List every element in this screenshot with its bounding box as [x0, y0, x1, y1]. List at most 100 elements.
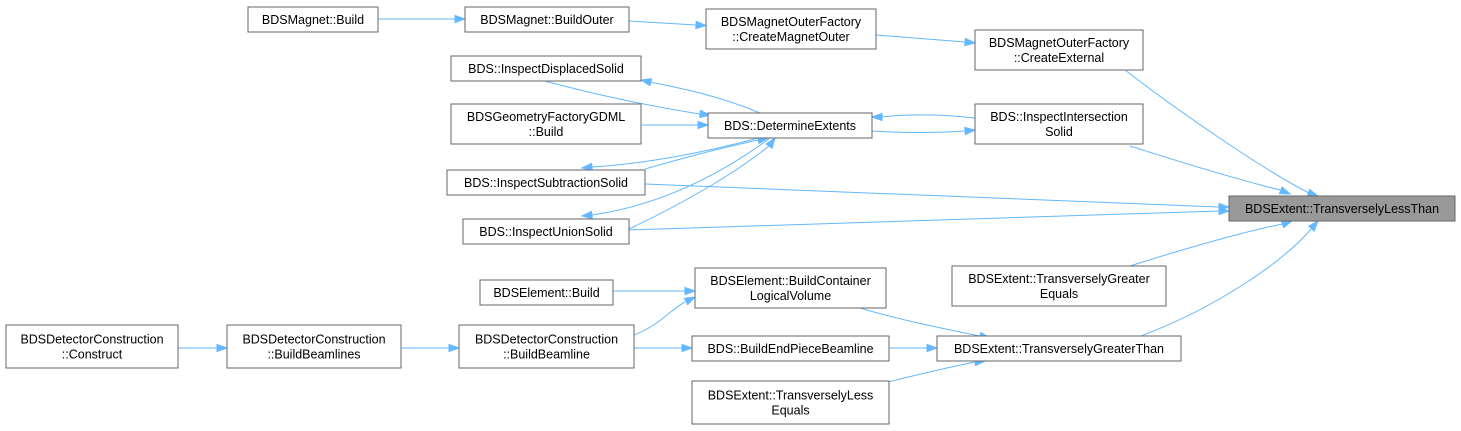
node-greater-than[interactable]: BDSExtent::TransverselyGreaterThan — [936, 335, 1182, 362]
node-box — [974, 103, 1144, 145]
edge-element-build-to-element-buildcontainer — [613, 286, 697, 296]
nodes: BDSExtent::TransverselyLessThan BDSMagnet… — [5, 6, 1456, 425]
node-magnet-buildouter[interactable]: BDSMagnet::BuildOuter — [464, 6, 630, 33]
node-box — [247, 6, 379, 33]
node-box — [691, 335, 890, 362]
node-label-line: BDSMagnetOuterFactory — [989, 36, 1130, 50]
edge-line — [591, 137, 759, 168]
node-label-line: BDSMagnet::BuildOuter — [480, 13, 613, 27]
node-label-line: BDSMagnetOuterFactory — [721, 15, 862, 29]
edge-line — [879, 361, 976, 385]
edge-line — [633, 301, 686, 336]
node-box — [226, 324, 402, 369]
edge-line — [871, 130, 966, 133]
edge-line — [881, 114, 976, 119]
node-magnet-build[interactable]: BDSMagnet::Build — [247, 6, 379, 33]
arrowhead-icon — [580, 162, 593, 172]
edge-inspect-union-to-determine-extents — [628, 136, 776, 230]
node-target[interactable]: BDSExtent::TransverselyLessThan — [1228, 195, 1456, 222]
edge-line — [875, 34, 966, 43]
node-gdml-build[interactable]: BDSGeometryFactoryGDML::Build — [450, 103, 642, 145]
node-buildendpiece[interactable]: BDS::BuildEndPieceBeamline — [691, 335, 890, 362]
edge-detector-buildbeamline-to-buildendpiece — [634, 343, 694, 353]
edge-gdml-build-to-determine-extents — [641, 120, 710, 130]
node-label-line: BDSElement::Build — [493, 286, 599, 300]
edge-determine-extents-to-inspect-displaced — [639, 78, 761, 114]
node-box — [1228, 195, 1456, 222]
node-factory-createexternal[interactable]: BDSMagnetOuterFactory::CreateExternal — [974, 29, 1144, 71]
arrowhead-icon — [964, 126, 977, 136]
edge-detector-buildbeamline-to-element-buildcontainer — [633, 296, 697, 336]
node-element-build[interactable]: BDSElement::Build — [479, 279, 614, 306]
node-label-line: BDSDetectorConstruction — [20, 333, 163, 347]
node-box — [464, 6, 630, 33]
edge-detector-buildbeamlines-to-detector-buildbeamline — [401, 343, 461, 353]
edge-line — [628, 210, 1220, 231]
node-label-line: BDSDetectorConstruction — [242, 333, 385, 347]
node-label-line: Equals — [1040, 287, 1078, 301]
node-factory-createmagnetouter[interactable]: BDSMagnetOuterFactory::CreateMagnetOuter — [705, 8, 877, 50]
node-label-line: ::BuildBeamlines — [267, 348, 360, 362]
edge-element-buildcontainer-to-greater-than — [859, 307, 992, 341]
node-box — [462, 218, 630, 245]
arrowhead-icon — [580, 210, 593, 220]
arrowhead-icon — [684, 286, 697, 296]
edge-factory-createexternal-to-target — [1124, 69, 1320, 197]
edge-buildendpiece-to-greater-than — [889, 343, 939, 353]
edge-detector-construct-to-detector-buildbeamlines — [178, 343, 229, 353]
arrowhead-icon — [448, 343, 461, 353]
arrowhead-icon — [1306, 188, 1320, 197]
edge-line — [628, 20, 697, 26]
edge-inspect-displaced-to-determine-extents — [544, 80, 712, 119]
edge-determine-extents-to-inspect-intersection — [871, 126, 977, 136]
node-detector-construct[interactable]: BDSDetectorConstruction::Construct — [5, 324, 179, 369]
edge-line — [591, 137, 771, 216]
node-box — [458, 324, 635, 369]
node-box — [974, 29, 1144, 71]
edge-line — [859, 307, 981, 337]
node-detector-buildbeamline[interactable]: BDSDetectorConstruction::BuildBeamline — [458, 324, 635, 369]
edge-line — [644, 183, 1220, 208]
edge-inspect-intersection-to-target — [1129, 145, 1292, 195]
edge-line — [649, 81, 761, 114]
arrowhead-icon — [870, 112, 883, 122]
arrowhead-icon — [697, 120, 710, 130]
arrowhead-icon — [681, 343, 694, 353]
node-label-line: ::CreateExternal — [1014, 51, 1104, 65]
arrowhead-icon — [639, 78, 653, 87]
node-label-line: BDSMagnet::Build — [262, 13, 364, 27]
arrowhead-icon — [216, 343, 229, 353]
edge-magnet-build-to-magnet-buildouter — [378, 14, 467, 24]
arrowhead-icon — [454, 14, 467, 24]
node-inspect-displaced[interactable]: BDS::InspectDisplacedSolid — [450, 55, 642, 82]
node-label-line: BDSExtent::TransverselyLessThan — [1245, 202, 1439, 216]
node-label-line: BDSExtent::TransverselyLess — [708, 389, 874, 403]
node-detector-buildbeamlines[interactable]: BDSDetectorConstruction::BuildBeamlines — [226, 324, 402, 369]
edge-determine-extents-to-inspect-subtraction — [580, 137, 759, 172]
node-label-line: ::Construct — [62, 348, 123, 362]
edge-greater-than-to-target — [1140, 219, 1319, 337]
arrowhead-icon — [695, 20, 708, 30]
node-label-line: BDS::BuildEndPieceBeamline — [707, 342, 873, 356]
node-box — [5, 324, 179, 369]
node-label-line: BDS::InspectSubtractionSolid — [464, 176, 628, 190]
node-label-line: BDSExtent::TransverselyGreaterThan — [954, 342, 1164, 356]
node-box — [694, 267, 887, 309]
node-box — [450, 55, 642, 82]
edge-line — [1129, 223, 1284, 267]
arrowhead-icon — [683, 296, 697, 306]
edge-line — [544, 80, 701, 115]
node-label-line: BDS::InspectDisplacedSolid — [468, 62, 624, 76]
arrowhead-icon — [765, 136, 776, 150]
edge-line — [1124, 69, 1310, 194]
node-determine-extents[interactable]: BDS::DetermineExtents — [707, 112, 873, 139]
node-inspect-subtraction[interactable]: BDS::InspectSubtractionSolid — [446, 169, 646, 196]
node-label-line: Solid — [1045, 125, 1073, 139]
node-box — [951, 265, 1167, 307]
arrowhead-icon — [1278, 186, 1292, 195]
node-inspect-union[interactable]: BDS::InspectUnionSolid — [462, 218, 630, 245]
